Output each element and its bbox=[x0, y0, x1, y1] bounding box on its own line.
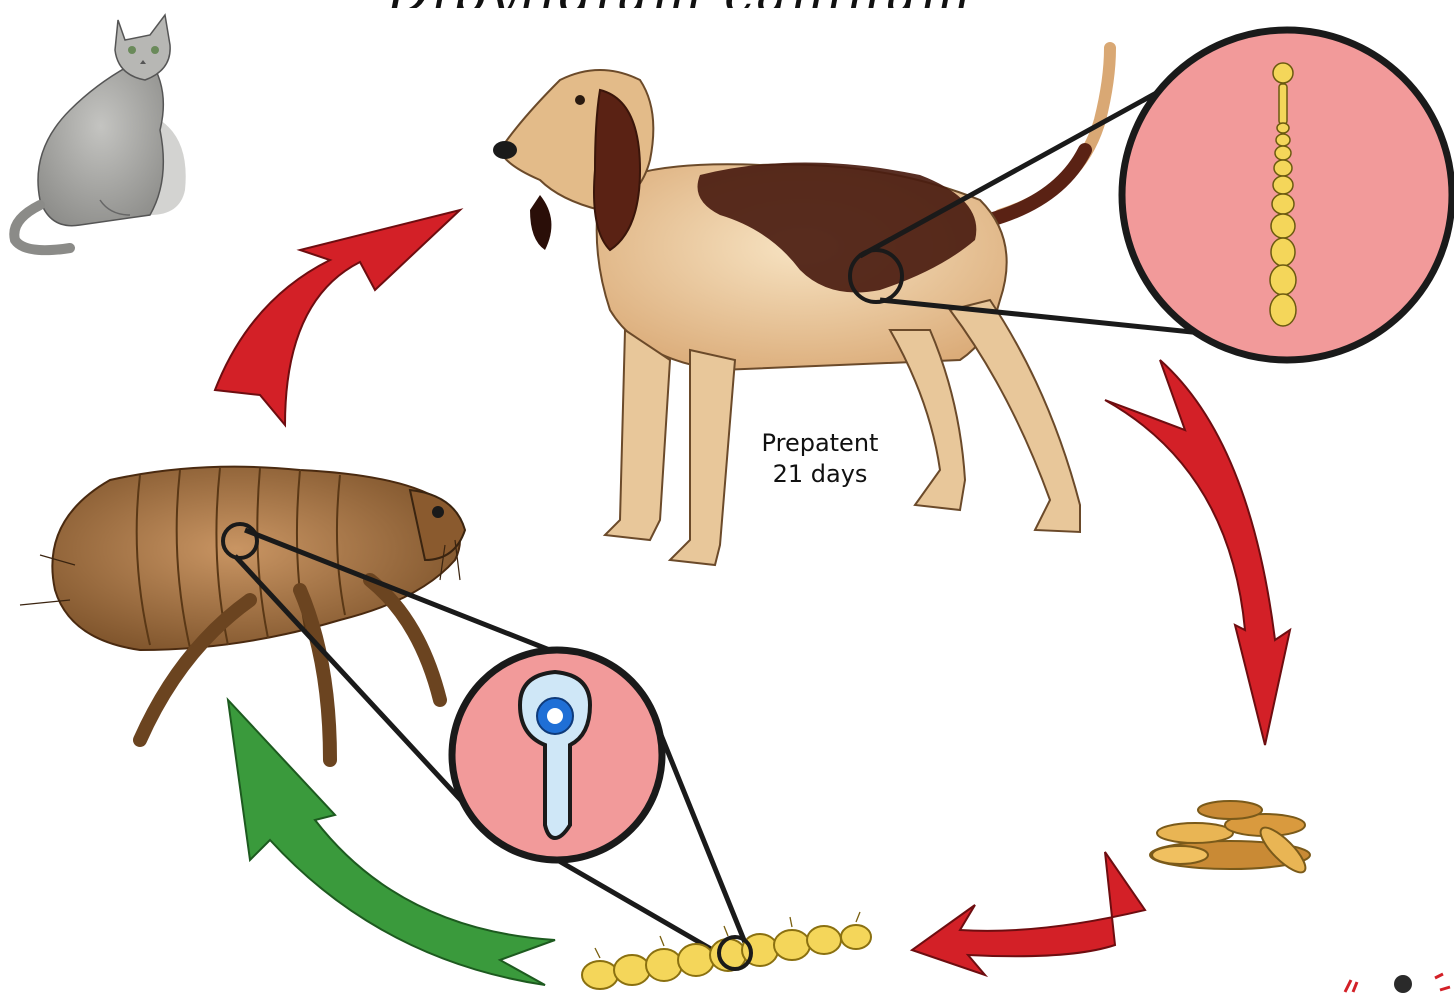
prepatent-label: Prepatent bbox=[740, 428, 900, 459]
arrow-flea-to-host bbox=[215, 210, 460, 425]
arrow-dog-to-segments bbox=[1105, 360, 1290, 745]
diagram-title: Dipylidium caninum bbox=[300, 0, 1060, 8]
larva-illustration bbox=[582, 912, 871, 989]
watermark-logo bbox=[1345, 974, 1450, 993]
proglottid-pile bbox=[1150, 801, 1311, 878]
cat-illustration bbox=[14, 15, 185, 250]
prepatent-duration: 21 days bbox=[740, 459, 900, 490]
prepatent-caption: Prepatent 21 days bbox=[740, 428, 900, 490]
arrow-segments-to-larva bbox=[912, 852, 1145, 975]
